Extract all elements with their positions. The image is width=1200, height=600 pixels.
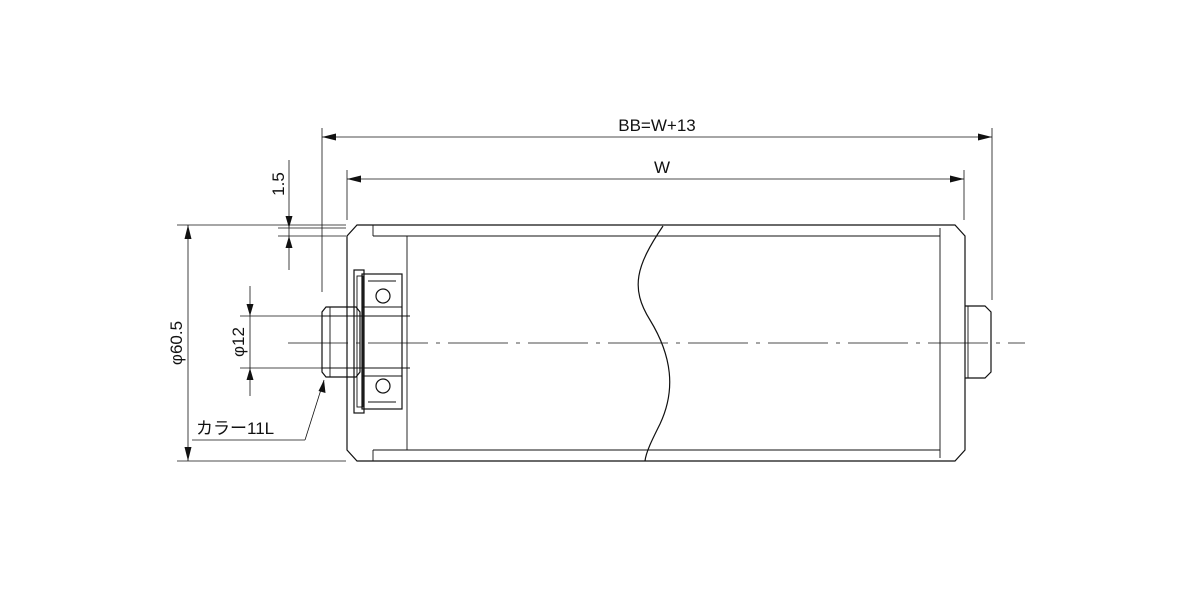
collar	[321, 306, 361, 378]
dimension-outer-diameter: φ60.5	[167, 224, 346, 462]
shaft-diameter-label: φ12	[229, 327, 248, 357]
outer-diameter-label: φ60.5	[167, 321, 186, 365]
overall-length-label: BB=W+13	[618, 116, 696, 135]
bearing-ball-top	[375, 288, 391, 304]
bearing-ball-bottom	[375, 378, 391, 394]
shaft-end	[965, 305, 992, 379]
dimension-overall-length: BB=W+13	[321, 116, 993, 300]
dimension-wall-thickness: 1.5	[269, 160, 346, 270]
width-label: W	[654, 158, 670, 177]
bearing-assembly	[321, 269, 410, 414]
wall-thickness-label: 1.5	[269, 172, 288, 196]
collar-callout: カラー11L	[192, 379, 326, 441]
dimension-width: W	[346, 158, 965, 220]
dimension-shaft-diameter: φ12	[229, 286, 322, 396]
break-line	[637, 225, 671, 462]
collar-label: カラー11L	[196, 419, 274, 438]
